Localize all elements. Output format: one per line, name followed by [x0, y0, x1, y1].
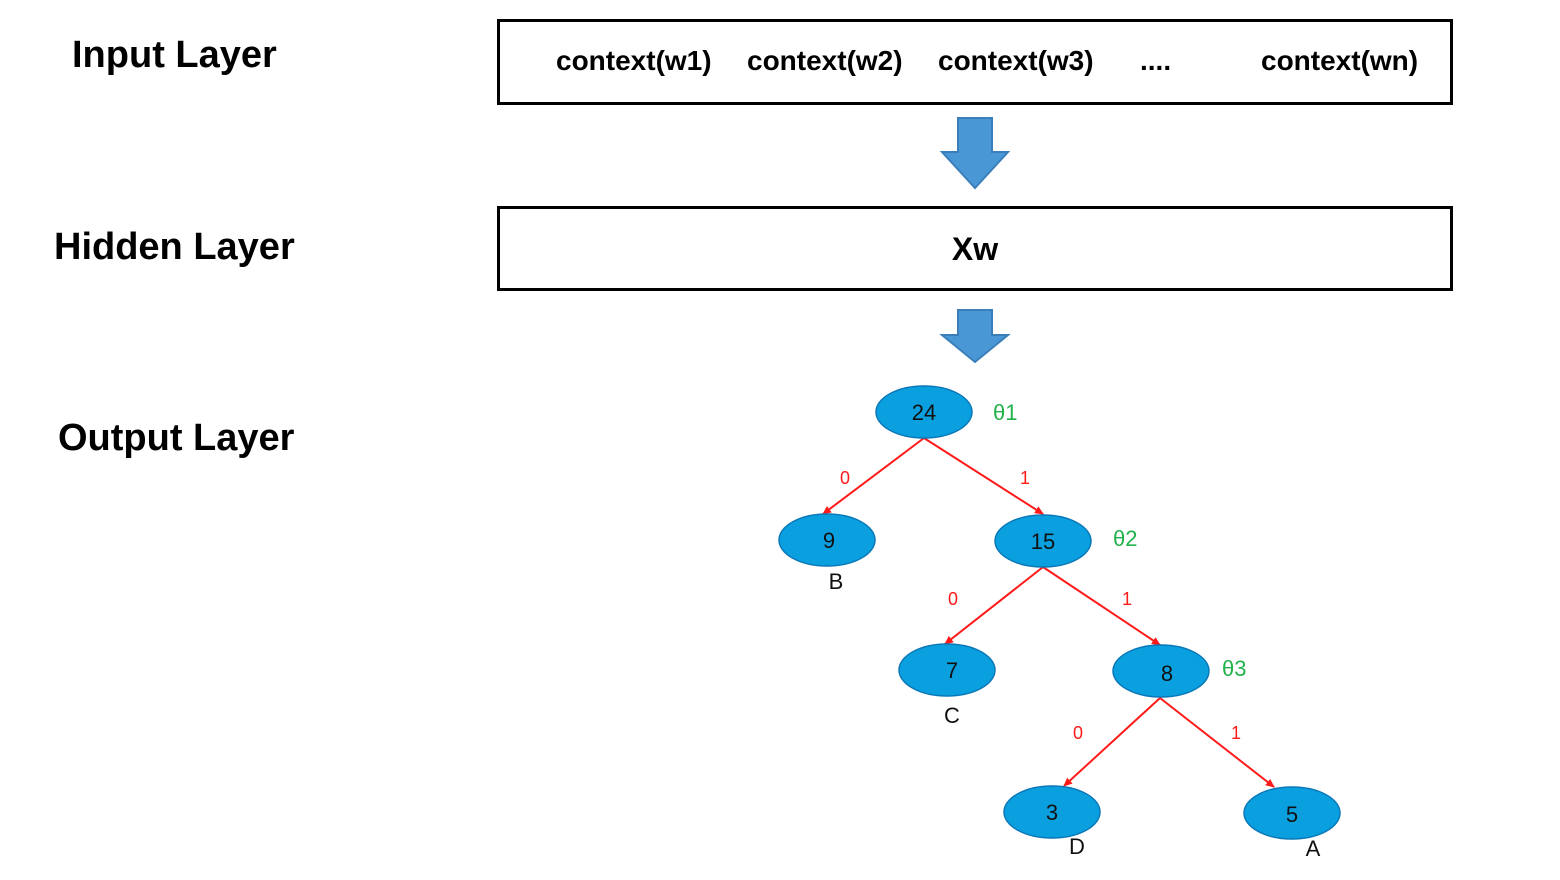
edge-label: 1 — [1020, 468, 1030, 488]
leaf-label: A — [1306, 836, 1321, 861]
edge-label: 0 — [840, 468, 850, 488]
node-value: 9 — [823, 528, 835, 553]
input-layer-label: Input Layer — [72, 34, 277, 76]
output-layer-label: Output Layer — [58, 417, 295, 459]
tree-node-24 — [875, 385, 973, 439]
edge-label: 1 — [1122, 589, 1132, 609]
down-arrow-icon — [939, 309, 1011, 364]
edge-15-7 — [944, 566, 1044, 645]
node-value: 24 — [912, 400, 936, 425]
theta-label: θ1 — [993, 400, 1017, 425]
node-value: 15 — [1031, 529, 1055, 554]
input-layer-box: context(w1) context(w2) context(w3) ....… — [497, 19, 1453, 105]
leaf-label: C — [944, 703, 960, 728]
theta-label: θ2 — [1113, 526, 1137, 551]
node-value: 5 — [1286, 802, 1298, 827]
tree-node-8 — [1112, 644, 1210, 698]
theta-label: θ3 — [1222, 656, 1246, 681]
leaf-label: D — [1069, 834, 1085, 859]
context-wn: context(wn) — [1261, 45, 1419, 76]
leaf-label: B — [829, 569, 844, 594]
edge-8-5 — [1159, 697, 1275, 788]
tree-nodes — [778, 385, 1341, 840]
node-value: 7 — [946, 658, 958, 683]
node-value: 3 — [1046, 800, 1058, 825]
tree-node-15 — [994, 514, 1092, 568]
tree-node-7 — [898, 643, 996, 697]
context-w1: context(w1) — [556, 45, 712, 76]
hidden-vector-xw: Xw — [951, 231, 999, 267]
edge-label: 0 — [1073, 723, 1083, 743]
edge-label: 0 — [948, 589, 958, 609]
edge-8-3 — [1063, 697, 1161, 787]
tree-node-3 — [1003, 785, 1101, 839]
down-arrow-icon — [939, 117, 1011, 190]
node-value: 8 — [1161, 661, 1173, 686]
tree-node-9 — [778, 513, 876, 567]
edge-24-9 — [822, 437, 925, 515]
context-w2: context(w2) — [747, 45, 903, 76]
edge-15-8 — [1042, 566, 1161, 646]
tree-node-5 — [1243, 786, 1341, 840]
context-w3: context(w3) — [938, 45, 1094, 76]
edge-24-15 — [923, 437, 1044, 515]
tree-edges — [822, 437, 1275, 788]
hidden-layer-label: Hidden Layer — [54, 226, 295, 268]
context-ellipsis: .... — [1140, 45, 1172, 76]
edge-label: 1 — [1231, 723, 1241, 743]
hidden-layer-box: Xw — [497, 206, 1453, 291]
